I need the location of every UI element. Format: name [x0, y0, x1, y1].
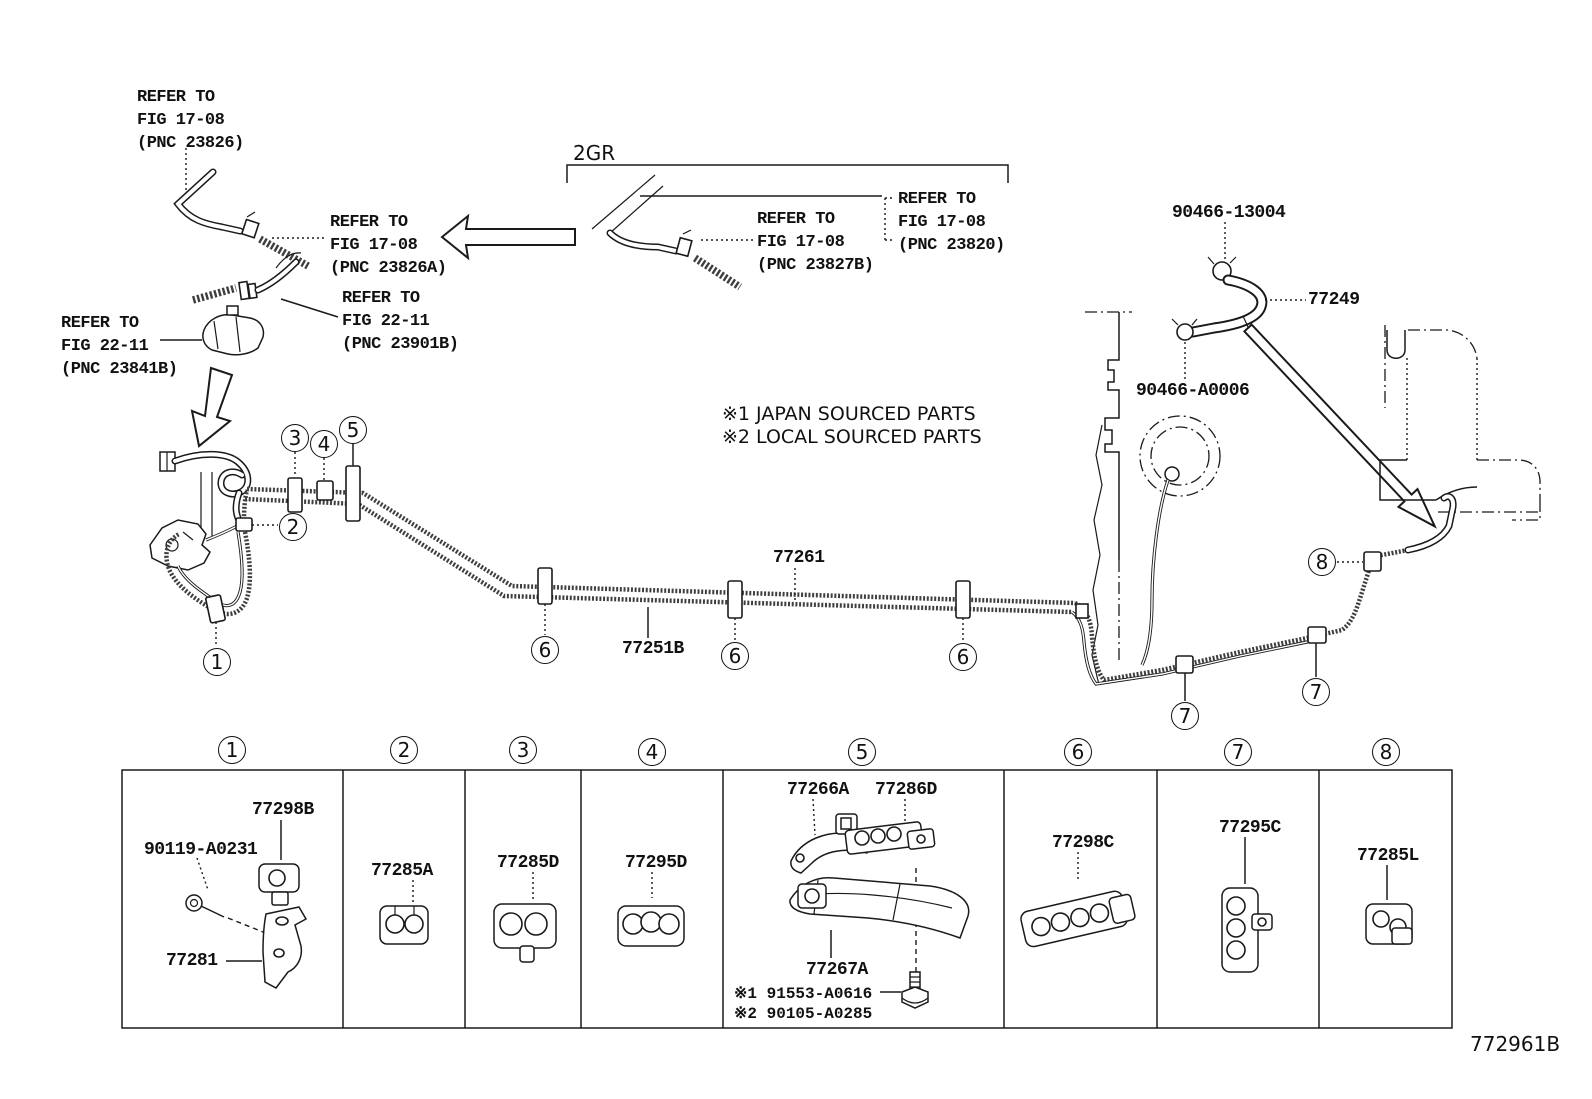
- bolt-cell5-art: [880, 971, 929, 1009]
- callout-6a[interactable]: 6: [531, 636, 559, 664]
- refer-line: REFER TO: [137, 88, 215, 107]
- hose-clamp-icon: [240, 211, 260, 239]
- note-japan-sourced: ※1 JAPAN SOURCED PARTS: [722, 403, 976, 425]
- refer-line: FIG 22-11: [61, 337, 149, 356]
- part-77285d-art: [493, 872, 557, 963]
- figure-code: 772961B: [1470, 1032, 1561, 1056]
- refer-note-23901b[interactable]: REFER TO FIG 22-11 (PNC 23901B): [342, 287, 459, 356]
- callout-6c[interactable]: 6: [949, 643, 977, 671]
- part-label-77261[interactable]: 77261: [773, 548, 825, 568]
- part-label-77249[interactable]: 77249: [1308, 290, 1360, 310]
- refer-note-23820[interactable]: REFER TO FIG 17-08 (PNC 23820): [898, 188, 1005, 257]
- note-91553-a0616: ※1 91553-A0616: [734, 985, 873, 1003]
- refer-line: REFER TO: [898, 190, 976, 209]
- part-77267a-art: [789, 876, 970, 958]
- part-77298b-art: [258, 820, 300, 906]
- part-label-77285l[interactable]: 77285L: [1357, 846, 1419, 866]
- callout-5[interactable]: 5: [339, 416, 367, 444]
- part-77295d-art: [617, 872, 685, 947]
- note-local-sourced: ※2 LOCAL SOURCED PARTS: [722, 426, 982, 448]
- part-label-90466-13004[interactable]: 90466-13004: [1172, 203, 1286, 223]
- refer-note-23826[interactable]: REFER TO FIG 17-08 (PNC 23826): [137, 86, 244, 155]
- refer-line: FIG 17-08: [757, 233, 845, 252]
- parts-table-grid: [121, 769, 1453, 1029]
- refer-line: (PNC 23820): [898, 236, 1005, 255]
- part-label-77267a[interactable]: 77267A: [806, 960, 868, 980]
- part-77285a-art: [379, 880, 429, 945]
- engine-2gr-art: [566, 164, 1009, 291]
- table-callout-7[interactable]: 7: [1224, 738, 1252, 766]
- callout-6b[interactable]: 6: [721, 642, 749, 670]
- hose-23826-art: [173, 148, 326, 270]
- refer-note-23841b[interactable]: REFER TO FIG 22-11 (PNC 23841B): [61, 312, 178, 381]
- arrow-body-icon: [1242, 323, 1437, 529]
- refer-line: (PNC 23841B): [61, 360, 178, 379]
- callout-4[interactable]: 4: [310, 430, 338, 458]
- callout-8[interactable]: 8: [1308, 548, 1336, 576]
- refer-line: (PNC 23827B): [757, 256, 874, 275]
- engine-code-label: 2GR: [573, 141, 616, 165]
- part-label-90119-a0231[interactable]: 90119-A0231: [144, 840, 258, 860]
- refer-line: REFER TO: [330, 213, 408, 232]
- refer-line: FIG 22-11: [342, 312, 430, 331]
- bracket-77281-art: [226, 906, 308, 989]
- refer-note-23827b[interactable]: REFER TO FIG 17-08 (PNC 23827B): [757, 208, 874, 277]
- part-label-77281[interactable]: 77281: [166, 951, 218, 971]
- callout-3[interactable]: 3: [281, 424, 309, 452]
- part-77285l-art: [1365, 865, 1413, 945]
- callout-1[interactable]: 1: [203, 648, 231, 676]
- refer-line: REFER TO: [342, 289, 420, 308]
- table-callout-4[interactable]: 4: [638, 738, 666, 766]
- refer-line: FIG 17-08: [137, 111, 225, 130]
- table-callout-8[interactable]: 8: [1372, 738, 1400, 766]
- note-90105-a0285: ※2 90105-A0285: [734, 1005, 873, 1023]
- part-77298c-art: [1020, 852, 1136, 948]
- refer-line: REFER TO: [61, 314, 139, 333]
- table-callout-1[interactable]: 1: [218, 736, 246, 764]
- hose-77249-art: [1171, 222, 1306, 380]
- refer-line: (PNC 23826): [137, 134, 244, 153]
- table-callout-6[interactable]: 6: [1064, 738, 1092, 766]
- callout-2[interactable]: 2: [279, 513, 307, 541]
- part-label-77295c[interactable]: 77295C: [1219, 818, 1281, 838]
- refer-note-23826a[interactable]: REFER TO FIG 17-08 (PNC 23826A): [330, 211, 447, 280]
- part-label-77295d[interactable]: 77295D: [625, 853, 687, 873]
- refer-line: FIG 17-08: [898, 213, 986, 232]
- refer-line: FIG 17-08: [330, 236, 418, 255]
- part-label-77266a[interactable]: 77266A: [787, 780, 849, 800]
- part-label-77285a[interactable]: 77285A: [371, 861, 433, 881]
- callout-7b[interactable]: 7: [1302, 678, 1330, 706]
- table-callout-5[interactable]: 5: [848, 738, 876, 766]
- refer-line: (PNC 23826A): [330, 259, 447, 278]
- part-label-77286d[interactable]: 77286D: [875, 780, 937, 800]
- arrow-down-icon: [190, 366, 234, 448]
- part-label-90466-a0006[interactable]: 90466-A0006: [1136, 381, 1250, 401]
- table-callout-2[interactable]: 2: [390, 736, 418, 764]
- tube-clamp-markers: [205, 465, 1382, 674]
- callout-7a[interactable]: 7: [1171, 702, 1199, 730]
- part-77295c-art: [1221, 837, 1273, 973]
- canister-23841-art: [160, 305, 265, 356]
- refer-line: REFER TO: [757, 210, 835, 229]
- hose-23901-art: [191, 252, 339, 318]
- arrow-left-icon: [440, 213, 576, 261]
- fuel-tubes-art: [244, 486, 1457, 686]
- part-label-77298b[interactable]: 77298B: [252, 800, 314, 820]
- part-77286d-art: [835, 799, 936, 978]
- part-label-77298c[interactable]: 77298C: [1052, 833, 1114, 853]
- callout-leaders: [215, 444, 1363, 701]
- part-label-77251b[interactable]: 77251B: [622, 639, 684, 659]
- table-callout-3[interactable]: 3: [509, 736, 537, 764]
- refer-line: (PNC 23901B): [342, 335, 459, 354]
- pump-assembly-art: [149, 450, 253, 617]
- part-label-77285d[interactable]: 77285D: [497, 853, 559, 873]
